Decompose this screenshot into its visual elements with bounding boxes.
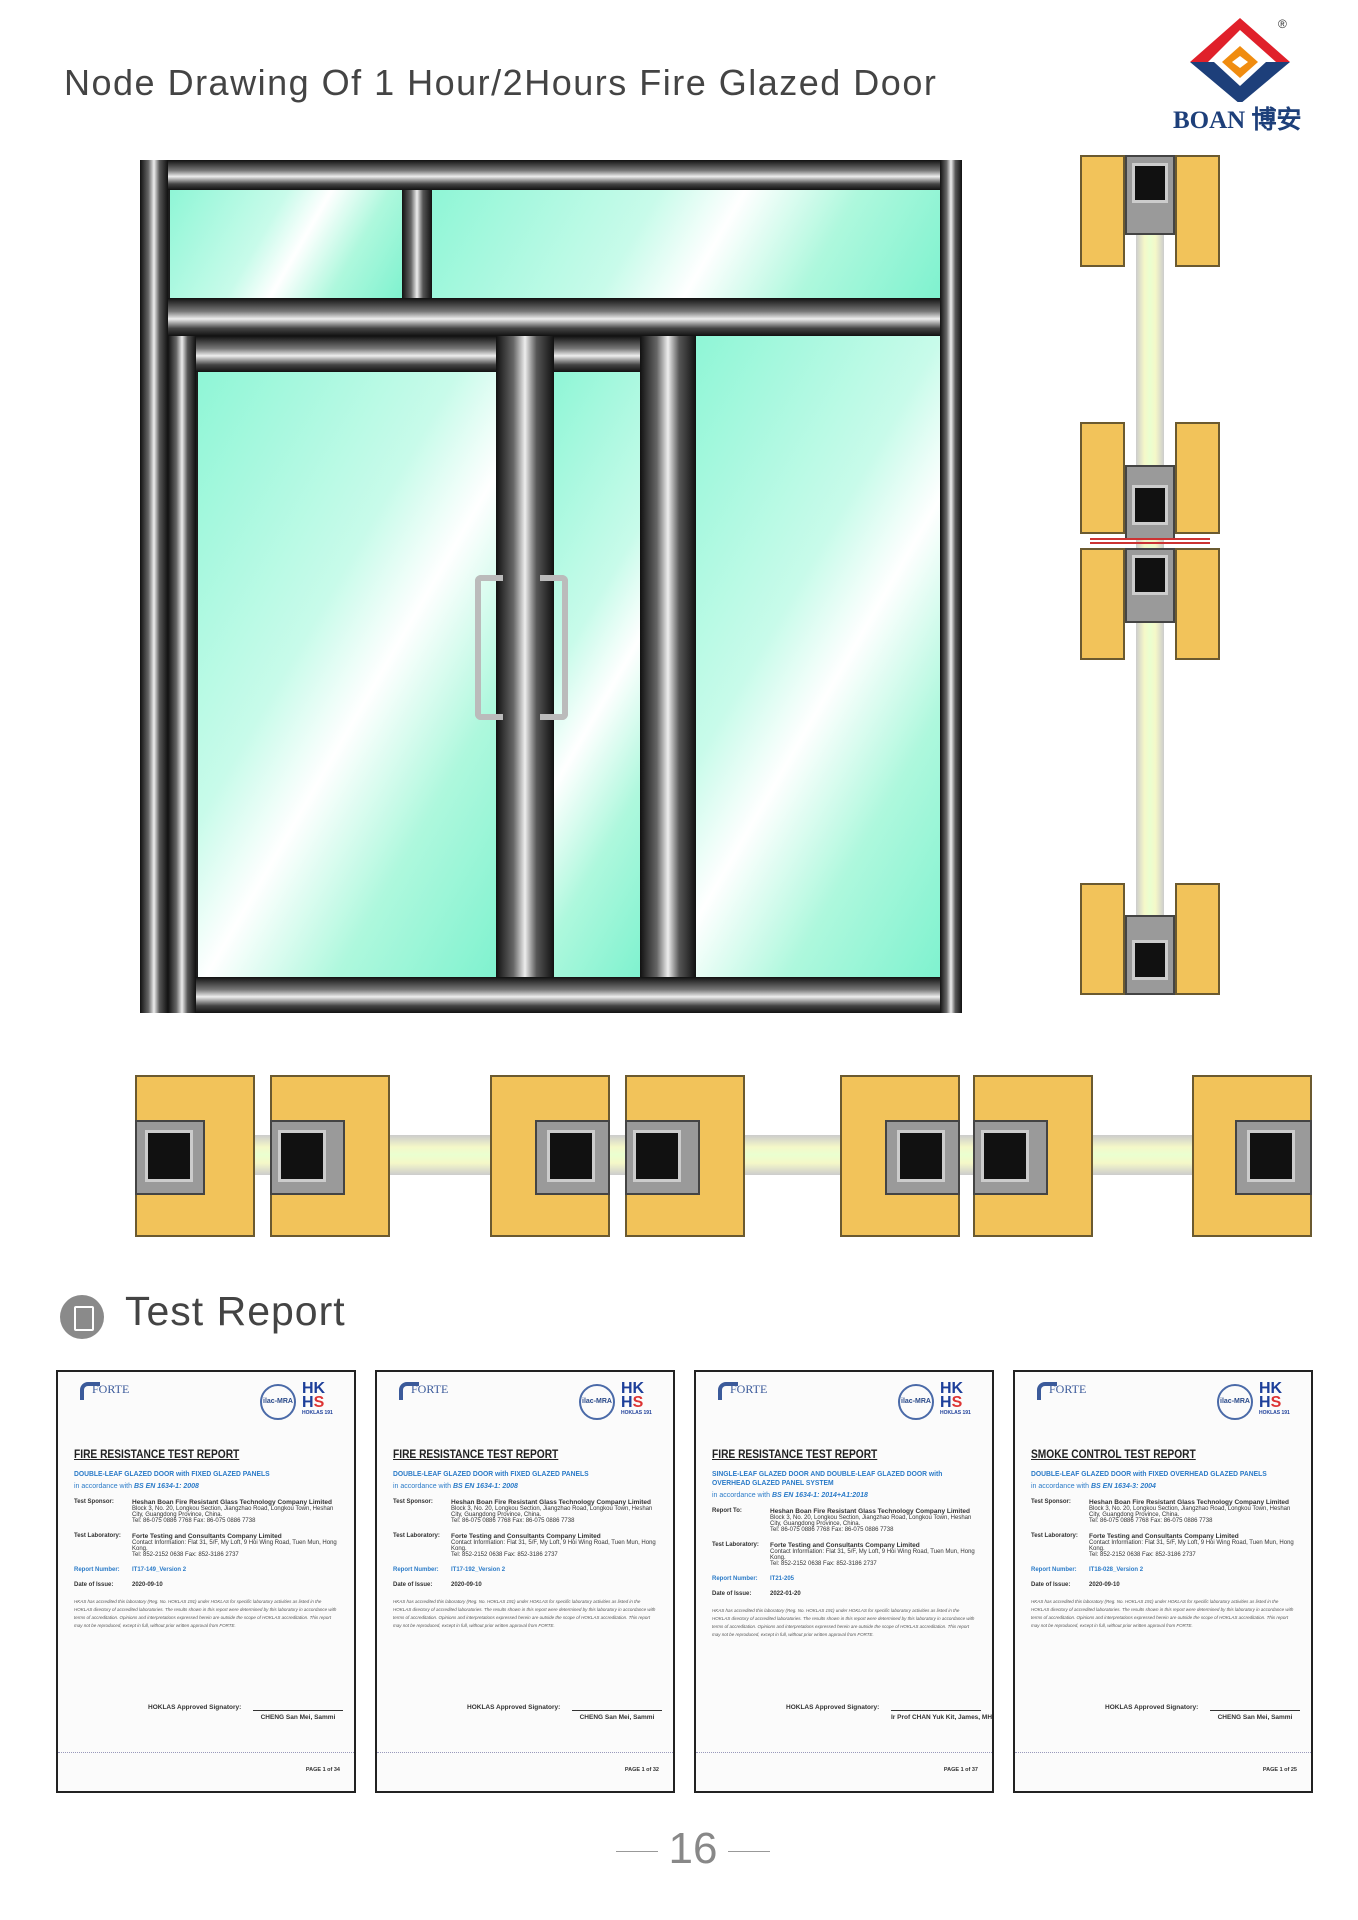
signatory: HOKLAS Approved Signatory:CHENG San Mei,… (1105, 1704, 1300, 1721)
report-title: FIRE RESISTANCE TEST REPORT (712, 1447, 878, 1461)
report-page: PAGE 1 of 37 (943, 1767, 978, 1773)
issue-date: 2020-09-10 (1089, 1582, 1120, 1588)
door-handle-right (540, 575, 568, 720)
svg-text:®: ® (1278, 17, 1287, 31)
forte-logo-icon (718, 1382, 738, 1400)
issue-date: 2022-01-20 (770, 1591, 801, 1597)
door-leaf-right-glass (554, 372, 640, 977)
ilac-badge: ilac-MRA (579, 1384, 615, 1420)
report-standard: in accordance with BS EN 1634-1: 2008 (393, 1483, 518, 1490)
report-number: IT21-205 (770, 1576, 795, 1582)
vertical-section-drawing (1080, 155, 1220, 995)
forte-logo-icon (80, 1382, 100, 1400)
door-elevation-drawing (140, 160, 962, 1013)
report-standard: in accordance with BS EN 1634-1: 2014+A1… (712, 1492, 868, 1499)
forte-logo-icon (399, 1382, 419, 1400)
report-title: SMOKE CONTROL TEST REPORT (1031, 1447, 1196, 1461)
door-leaf-left-glass (198, 372, 498, 977)
report-page: PAGE 1 of 34 (305, 1767, 340, 1773)
ilac-badge: ilac-MRA (1217, 1384, 1253, 1420)
signatory: HOKLAS Approved Signatory:Ir Prof CHAN Y… (786, 1704, 994, 1721)
logo-text: BOAN 博安 (1173, 107, 1302, 134)
ilac-badge: ilac-MRA (898, 1384, 934, 1420)
lab-logo: FORTE (411, 1382, 449, 1396)
page-number: 16 (616, 1824, 770, 1874)
report-standard: in accordance with BS EN 1634-1: 2008 (74, 1483, 199, 1490)
report-title: FIRE RESISTANCE TEST REPORT (74, 1447, 240, 1461)
transom-glass-left (170, 190, 402, 298)
report-number: IT18-028_Version 2 (1089, 1567, 1144, 1573)
report-page: PAGE 1 of 32 (624, 1767, 659, 1773)
lab-logo: FORTE (1049, 1382, 1087, 1396)
signatory: HOKLAS Approved Signatory:CHENG San Mei,… (467, 1704, 662, 1721)
report-title: FIRE RESISTANCE TEST REPORT (393, 1447, 559, 1461)
report-number: IT17-192_Version 2 (451, 1567, 506, 1573)
report-number: IT17-149_Version 2 (132, 1567, 187, 1573)
page-title: Node Drawing Of 1 Hour/2Hours Fire Glaze… (64, 62, 938, 103)
report-subject: DOUBLE-LEAF GLAZED DOOR with FIXED GLAZE… (74, 1469, 270, 1478)
report-standard: in accordance with BS EN 1634-3: 2004 (1031, 1483, 1156, 1490)
horizontal-section-drawing (135, 1075, 1312, 1237)
signatory: HOKLAS Approved Signatory:CHENG San Mei,… (148, 1704, 343, 1721)
fixed-panel-glass (696, 336, 940, 977)
boan-logo-icon: ® (1190, 17, 1290, 104)
report-subject: SINGLE-LEAF GLAZED DOOR AND DOUBLE-LEAF … (712, 1469, 943, 1487)
clipboard-icon (60, 1295, 104, 1339)
transom-glass-right (432, 190, 940, 298)
boan-logo: ® BOAN 博安 (1170, 12, 1310, 134)
ilac-badge: ilac-MRA (260, 1384, 296, 1420)
report-subject: DOUBLE-LEAF GLAZED DOOR with FIXED OVERH… (1031, 1469, 1267, 1478)
issue-date: 2020-09-10 (451, 1582, 482, 1588)
issue-date: 2020-09-10 (132, 1582, 163, 1588)
report-page: PAGE 1 of 25 (1262, 1767, 1297, 1773)
forte-logo-icon (1037, 1382, 1057, 1400)
lab-logo: FORTE (92, 1382, 130, 1396)
section-title: Test Report (125, 1288, 346, 1334)
report-subject: DOUBLE-LEAF GLAZED DOOR with FIXED GLAZE… (393, 1469, 589, 1478)
door-handle-left (475, 575, 503, 720)
lab-logo: FORTE (730, 1382, 768, 1396)
